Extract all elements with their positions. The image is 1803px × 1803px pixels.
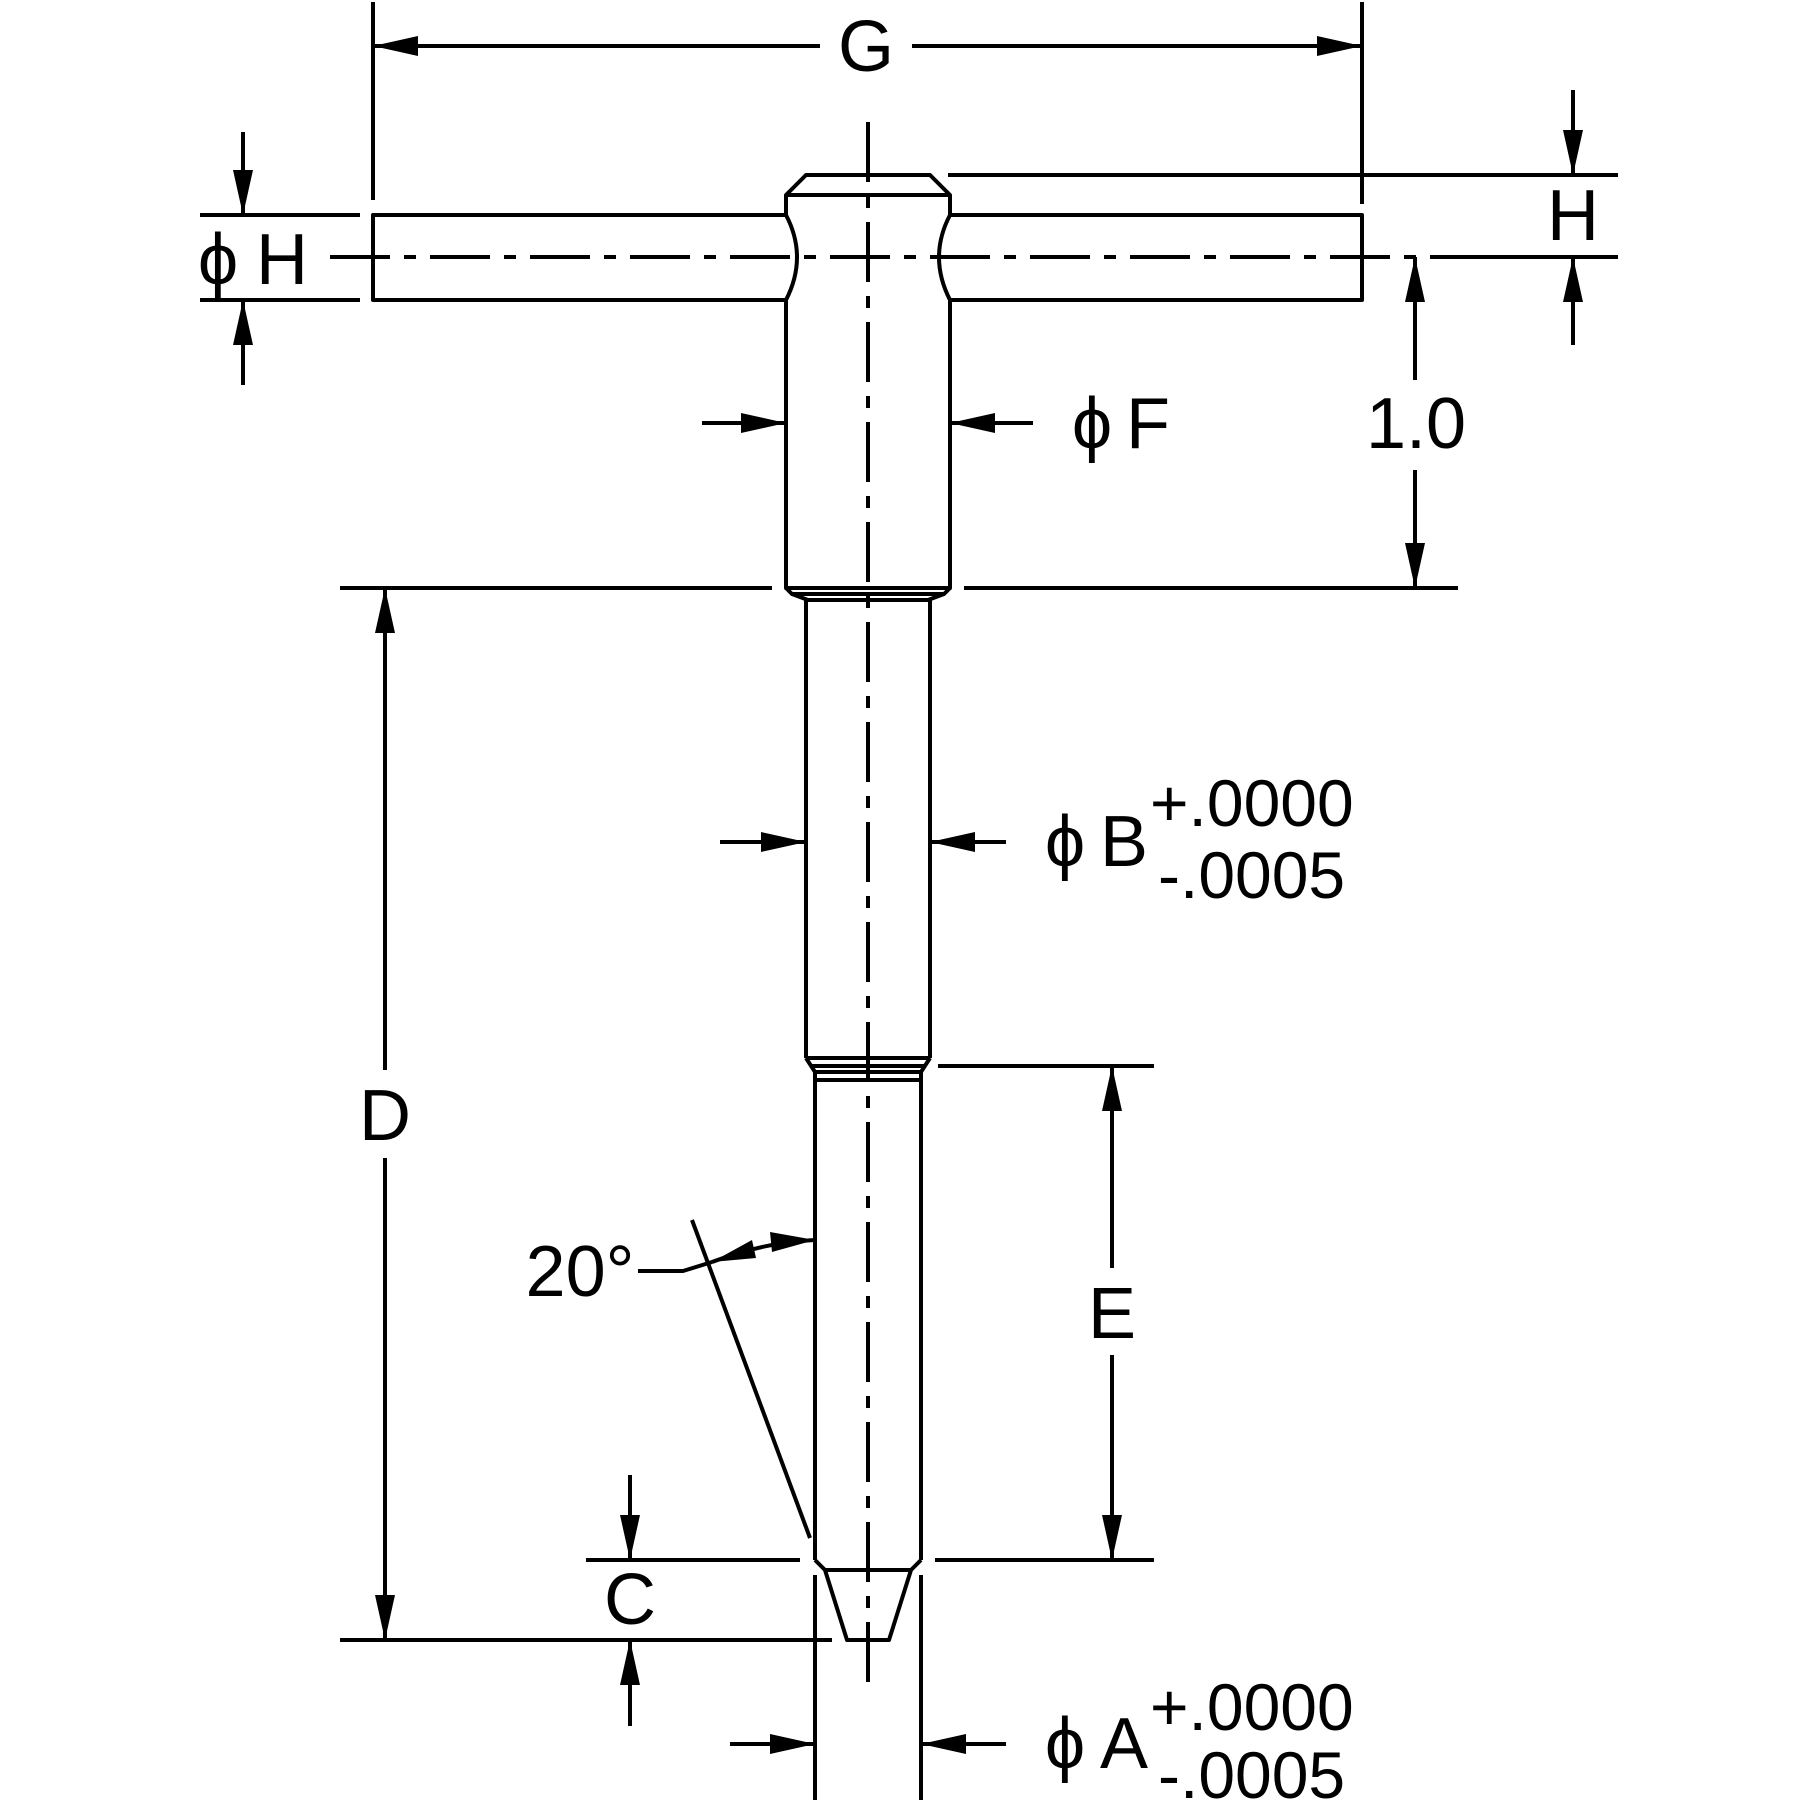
g-arrow-left: [373, 36, 418, 56]
h-dia-symbol: ϕ: [198, 220, 238, 300]
f-arrow-right: [950, 413, 995, 433]
dim-h-thickness: H: [948, 90, 1618, 345]
angle-leader: [638, 1260, 713, 1273]
dim-one: 1.0: [340, 257, 1466, 590]
b-arrow-left: [761, 832, 806, 852]
dim-a-diameter: ϕ A +.0000 -.0005: [730, 1575, 1354, 1803]
angle-arrow-2: [712, 1240, 756, 1262]
h-thk-arrow-top: [1563, 130, 1583, 175]
one-arrow-bottom: [1405, 543, 1425, 588]
dim-c: C: [586, 1475, 800, 1726]
head-b-transition: [784, 586, 952, 596]
dim-b-diameter: ϕ B +.0000 -.0005: [720, 766, 1354, 912]
dim-e: E: [935, 1064, 1154, 1562]
a-dia-symbol: ϕ: [1045, 1704, 1085, 1784]
a-tol-minus: -.0005: [1158, 1738, 1345, 1803]
d-arrow-bottom: [375, 1595, 395, 1640]
d-arrow-top: [375, 588, 395, 633]
h-thk-arrow-bottom: [1563, 257, 1583, 302]
g-arrow-right: [1317, 36, 1362, 56]
c-arrow-top: [620, 1515, 640, 1560]
a-arrow-right: [921, 1734, 966, 1754]
h-thk-label: H: [1547, 176, 1599, 256]
head-body: [784, 300, 952, 590]
dim-h-diameter: ϕ H: [198, 132, 360, 385]
h-dia-label: H: [256, 220, 308, 300]
dim-d: D: [340, 588, 832, 1642]
dim-f-diameter: ϕ F: [702, 384, 1170, 464]
head-curve-left: [784, 214, 799, 301]
b-dia-symbol: ϕ: [1045, 802, 1085, 882]
angle-label: 20°: [526, 1232, 635, 1312]
c-label: C: [604, 1560, 656, 1640]
h-dia-arrow-top: [233, 170, 253, 215]
c-arrow-bottom: [620, 1640, 640, 1685]
g-label: G: [838, 7, 894, 87]
e-arrow-top: [1102, 1066, 1122, 1111]
one-label: 1.0: [1366, 384, 1466, 464]
f-dia-symbol: ϕ: [1072, 384, 1112, 464]
b-label: B: [1100, 802, 1148, 882]
a-arrow-left: [770, 1734, 815, 1754]
dim-angle: 20°: [526, 1219, 816, 1539]
angle-arrow: [770, 1232, 815, 1252]
b-tol-minus: -.0005: [1158, 838, 1345, 912]
b-tol-plus: +.0000: [1150, 766, 1354, 840]
angle-ref-line: [690, 1219, 812, 1539]
d-label: D: [359, 1076, 411, 1156]
b-arrow-right: [930, 832, 975, 852]
f-arrow-left: [741, 413, 786, 433]
one-arrow-top: [1405, 257, 1425, 302]
e-arrow-bottom: [1102, 1515, 1122, 1560]
b-chamfer-top: [791, 592, 945, 602]
h-dia-arrow-bottom: [233, 300, 253, 345]
dim-g: G: [371, 2, 1364, 204]
a-label: A: [1100, 1704, 1148, 1784]
f-label: F: [1126, 384, 1170, 464]
a-tol-plus: +.0000: [1150, 1670, 1354, 1744]
e-label: E: [1088, 1274, 1136, 1354]
